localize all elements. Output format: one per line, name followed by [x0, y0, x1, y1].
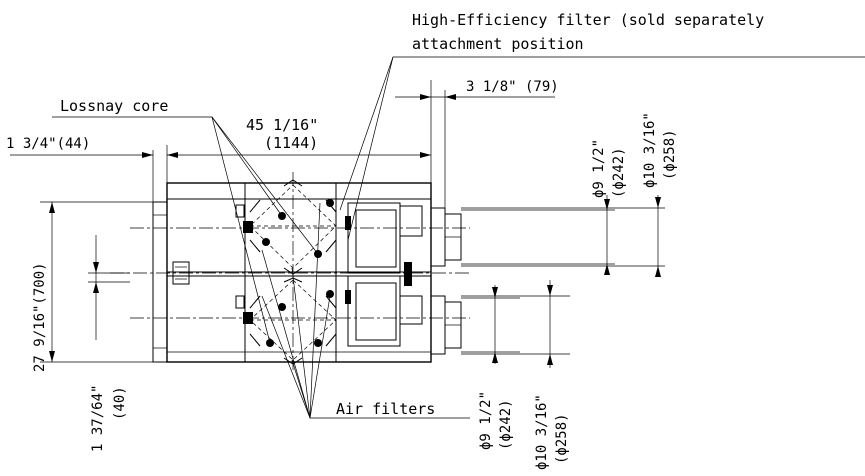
left-offset-dimension: 1 3/4"(44)	[6, 136, 90, 152]
width-dimension-mm: (1144)	[264, 134, 318, 152]
left-duct-collar	[152, 201, 168, 363]
bottom-offset-dimension-inch: 1 37/64"	[90, 385, 106, 452]
high-efficiency-filter-box	[345, 202, 423, 347]
upper-duct-inner-mm: (ϕ242)	[611, 147, 627, 198]
width-dimension-inch: 45 1/16"	[246, 116, 318, 134]
upper-duct-outer-inch: ϕ10 3/16"	[642, 112, 658, 188]
lower-duct-inner-inch: ϕ9 1/2"	[478, 391, 494, 450]
upper-duct-inner-inch: ϕ9 1/2"	[591, 139, 607, 198]
hefilter-label-line1: High-Efficiency filter (sold separately	[412, 11, 764, 29]
height-dimension: 27 9/16"(700)	[32, 262, 48, 372]
leader-lines	[52, 56, 865, 419]
upper-duct-outer-mm: (ϕ258)	[662, 129, 678, 180]
hefilter-label-line2: attachment position	[412, 35, 584, 53]
dimension-geometry	[10, 80, 665, 368]
bottom-offset-dimension-mm: (40)	[112, 386, 128, 420]
right-offset-dimension: 3 1/8" (79)	[466, 79, 559, 95]
air-filters-label: Air filters	[336, 400, 435, 418]
unit-body	[152, 179, 462, 365]
center-lines	[110, 172, 470, 372]
lower-duct-outer-mm: (ϕ258)	[554, 413, 570, 464]
lower-duct-inner-mm: (ϕ242)	[498, 399, 514, 450]
right-duct-collars	[430, 207, 462, 355]
lossnay-core-label: Lossnay core	[60, 97, 168, 115]
lower-duct-outer-inch: ϕ10 3/16"	[534, 394, 550, 470]
